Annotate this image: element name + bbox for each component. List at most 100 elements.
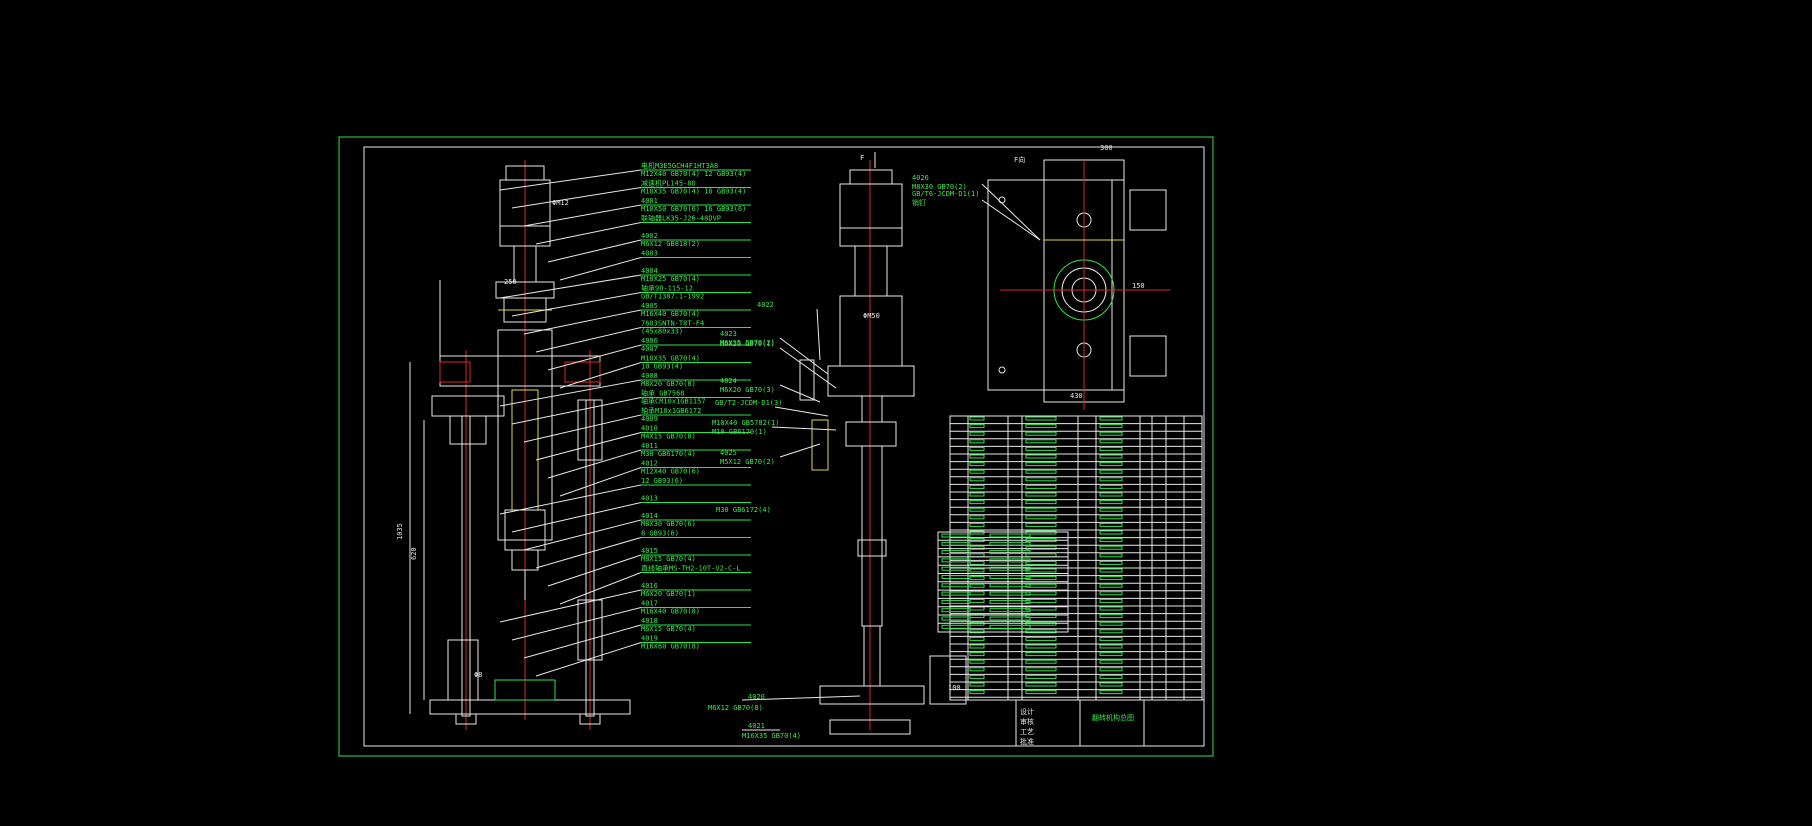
bom-cell-mark xyxy=(1099,576,1123,581)
callout-4007-line2: M16X40 GB70(4) xyxy=(641,310,700,318)
bom-cell-mark xyxy=(969,424,985,429)
callout-4018-line1: 4013 xyxy=(641,495,658,503)
callout-4011-line1: 4008 xyxy=(641,372,658,380)
extra-callout-2: M6X12 GB70(8) xyxy=(708,704,763,712)
sub-table-mark xyxy=(941,599,971,604)
bom-cell-mark xyxy=(969,598,985,603)
leader-line xyxy=(547,449,642,479)
top-view: F向 300 430 150 xyxy=(987,144,1170,410)
bom-cell-mark xyxy=(969,553,985,558)
top-dim-right: 150 xyxy=(1132,282,1145,290)
title-block: 翻转机构总图 设计 审核 工艺 批准 xyxy=(1015,699,1205,747)
bom-cell-mark xyxy=(1025,667,1057,672)
bom-cell-mark xyxy=(1099,560,1123,565)
side-callout-1: 4023 xyxy=(720,330,737,338)
side-motor xyxy=(839,183,903,229)
bom-cell-mark xyxy=(1099,644,1123,649)
leader-line xyxy=(535,327,642,353)
bom-cell-mark xyxy=(1099,522,1123,527)
leader-line xyxy=(559,362,642,389)
callout-4001-line2: M10X50 GB70(6) 16 GB93(6) xyxy=(641,205,746,213)
bom-cell-mark xyxy=(1099,484,1123,489)
bom-cell-mark xyxy=(1099,462,1123,467)
bom-cell-mark xyxy=(1025,659,1057,664)
callout-4019-line2: M8X30 GB70(6) xyxy=(641,520,696,528)
callout-4022-line1: 直线轴承MS-TH2-10T-V2-C-L xyxy=(641,564,741,573)
bom-cell-mark xyxy=(1099,439,1123,444)
side-stand xyxy=(929,655,967,705)
callout-4007-line1: 4005 xyxy=(641,302,658,310)
callout-4010-line2: 10 GB93(4) xyxy=(641,363,683,371)
bom-cell-mark xyxy=(1025,553,1057,558)
top-dim-width: 300 xyxy=(1100,144,1113,152)
clamp-block xyxy=(494,679,556,701)
top-right-box-1 xyxy=(1129,189,1167,231)
bom-cell-mark xyxy=(969,522,985,527)
side-leader xyxy=(774,406,829,417)
sub-table-mark xyxy=(989,616,1031,621)
callout-4025-line2: M6X15 GB70(4) xyxy=(641,625,696,633)
bom-cell-mark xyxy=(1099,454,1123,459)
bom-cell-mark xyxy=(1025,515,1057,520)
leader-line xyxy=(511,397,642,425)
side-view-label: F xyxy=(860,154,864,162)
sub-table-mark xyxy=(989,558,1031,563)
leader-line xyxy=(499,169,642,191)
bom-cell-mark xyxy=(1025,462,1057,467)
callout-4019-line1: 4014 xyxy=(641,512,658,520)
side-collar xyxy=(857,539,887,557)
bom-cell-mark xyxy=(1025,644,1057,649)
sub-table-mark xyxy=(989,541,1031,546)
callout-4005-line1: 4004 xyxy=(641,267,658,275)
side-coupling xyxy=(854,245,888,297)
bom-cell-mark xyxy=(1099,583,1123,588)
sub-table-mark xyxy=(941,583,971,588)
callout-top2-line1: 减速机PL145-80 xyxy=(641,179,696,188)
leader-line xyxy=(499,274,642,299)
callout-4012-line1: 轴承 GB7568 xyxy=(641,389,685,398)
side-callout-5: M10X40 GB5782(1) xyxy=(712,419,779,427)
side-leader xyxy=(779,384,821,403)
leader-line xyxy=(535,432,642,461)
top-callout-1-b: 销钉 xyxy=(912,198,926,207)
callout-4025-line1: 4018 xyxy=(641,617,658,625)
leader-line xyxy=(523,204,642,227)
leader-line xyxy=(535,642,642,677)
leader-line xyxy=(535,222,642,245)
side-callout-5-b: M10 GB6170(1) xyxy=(712,428,767,436)
bom-cell-mark xyxy=(1025,416,1057,421)
callout-4016-line2: M12X40 GB70(6) xyxy=(641,468,700,476)
leader-line xyxy=(511,187,642,209)
title-block-frame xyxy=(1015,699,1205,747)
callout-4021-line1: 4015 xyxy=(641,547,658,555)
bom-cell-mark xyxy=(969,446,985,451)
bom-cell-mark xyxy=(1025,507,1057,512)
dim-total-height: 1035 xyxy=(396,523,404,540)
extra-callout-3: 4020 xyxy=(748,693,765,701)
leader-line xyxy=(523,414,642,443)
sub-table-mark xyxy=(989,591,1031,596)
side-dim: ΦM50 xyxy=(863,312,880,320)
sub-table-mark xyxy=(989,624,1031,629)
side-leader xyxy=(771,426,837,431)
top-view-label: F向 xyxy=(1014,155,1025,164)
bom-cell-mark xyxy=(969,454,985,459)
sub-table-mark xyxy=(941,616,971,621)
bom-cell-mark xyxy=(969,439,985,444)
bom-cell-mark xyxy=(1099,667,1123,672)
bom-cell-mark xyxy=(1025,477,1057,482)
bom-cell-mark xyxy=(969,636,985,641)
left-bracket xyxy=(431,395,505,417)
bom-cell-mark xyxy=(1099,568,1123,573)
bom-cell-mark xyxy=(969,652,985,657)
callout-4006-line1: 轴承90-115-12 xyxy=(641,284,693,293)
side-callout-3: 4024 xyxy=(720,377,737,385)
bom-cell-mark xyxy=(1099,431,1123,436)
bom-cell-mark xyxy=(1025,522,1057,527)
callout-4026-line1: 4019 xyxy=(641,635,658,643)
top-outline xyxy=(987,179,1113,391)
bom-cell-mark xyxy=(1025,690,1057,695)
right-bushing xyxy=(577,599,603,661)
